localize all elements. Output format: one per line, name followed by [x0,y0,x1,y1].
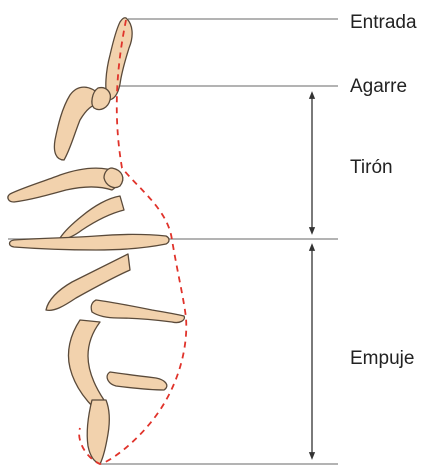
empuje-label: Empuje [350,349,414,368]
arm-push-upper-shape [46,254,130,310]
arm-silhouettes [8,18,184,464]
tiron-label: Tirón [350,158,393,177]
entrada-label: Entrada [350,13,417,32]
arm-push-lower-shape [68,320,104,410]
hand-catch-shape [92,88,110,110]
arm-pull-shape [8,168,120,202]
agarre-label: Agarre [350,77,407,96]
hand-push-shape [107,372,167,390]
arm-entry-shape [106,18,132,100]
arm-mid-pull-shape [60,196,124,239]
arm-exit-shape [87,400,109,464]
arm-transition-shape [10,235,170,251]
hand-pull-shape [104,168,123,188]
arm-push-forearm-shape [91,300,184,323]
